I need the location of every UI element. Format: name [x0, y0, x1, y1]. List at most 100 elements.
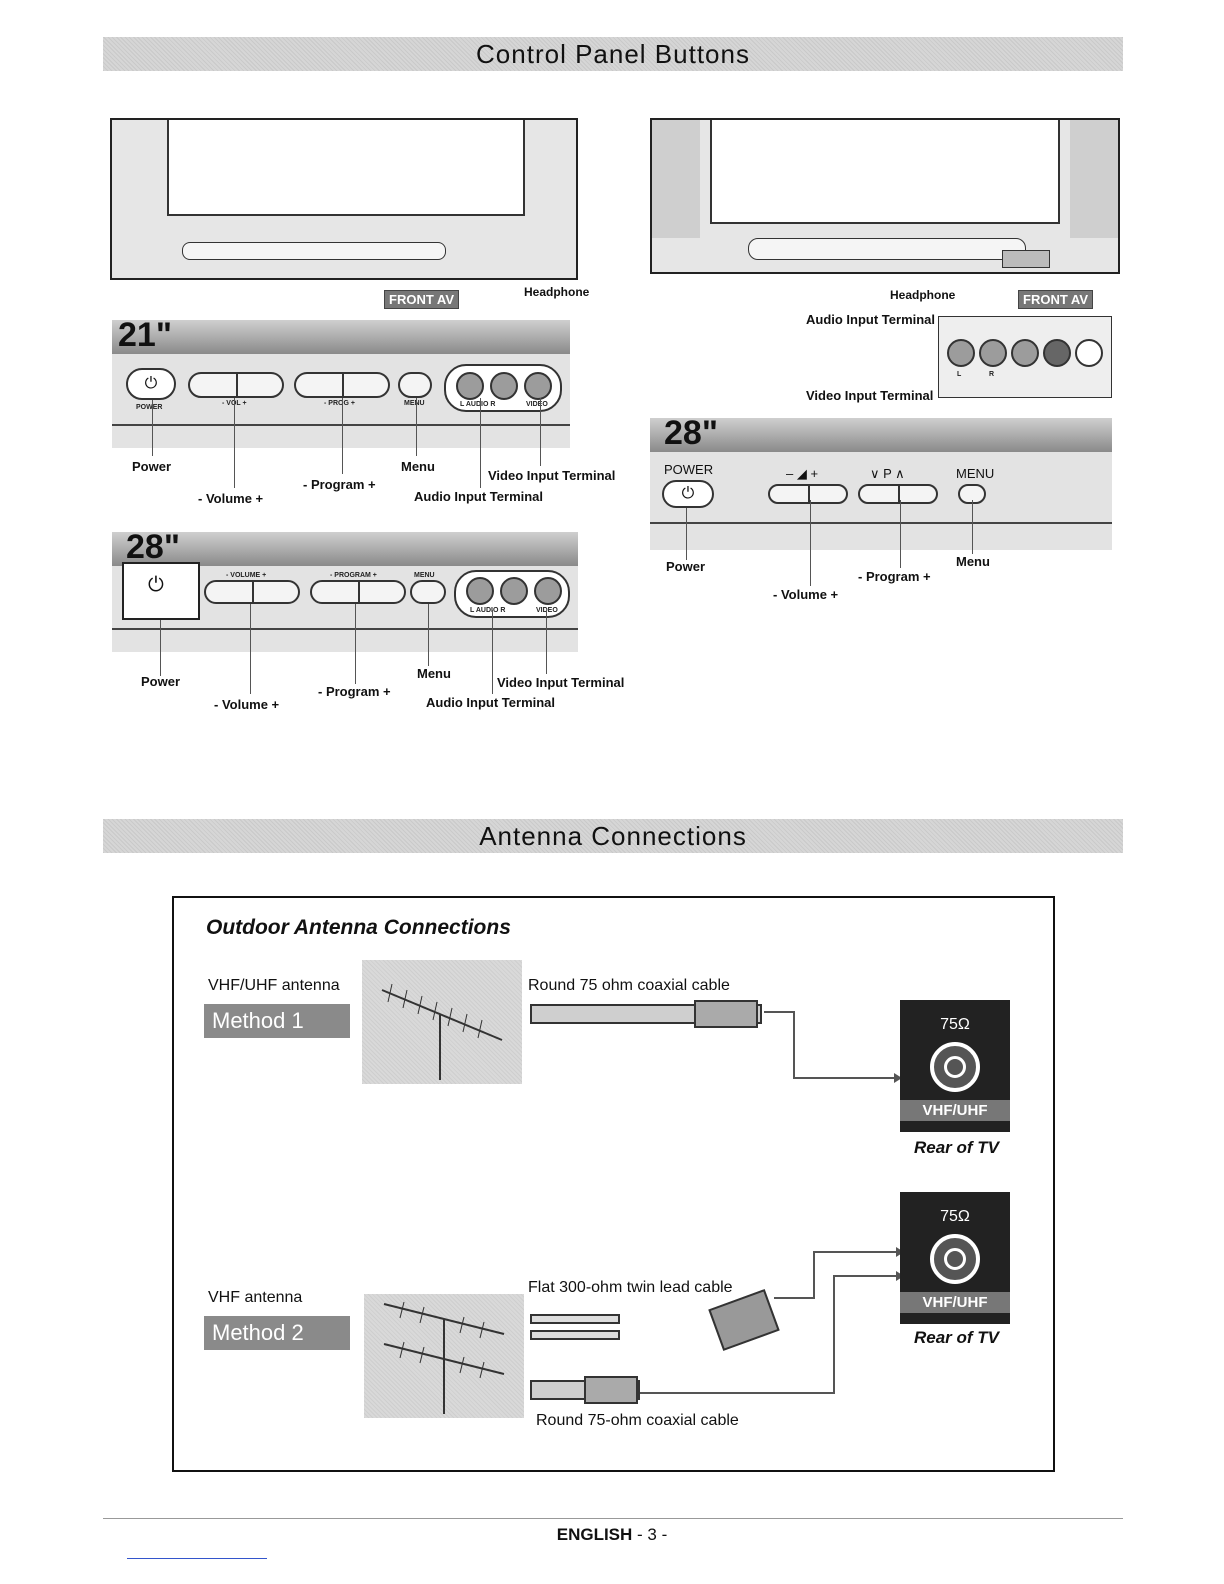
method2-flat-cable-label: Flat 300-ohm twin lead cable: [528, 1279, 733, 1296]
video-jack[interactable]: [524, 372, 552, 400]
ohm-label: 75Ω: [940, 1016, 970, 1033]
vhf-antenna-image: [364, 1294, 524, 1418]
vol-symbols: – ◢ +: [786, 466, 819, 481]
volume-button[interactable]: [188, 372, 284, 398]
panel-top-gradient: [650, 418, 1112, 452]
leader-line: [492, 610, 493, 694]
leader-line: [160, 620, 161, 676]
program-button[interactable]: [858, 484, 938, 504]
audio-l-jack[interactable]: [947, 339, 975, 367]
antenna-drawing: [383, 1301, 505, 1414]
tv-av-door: [1002, 250, 1050, 268]
rear-tv-port-1: 75Ω VHF/UHF: [900, 1000, 1010, 1132]
leader-line: [900, 500, 901, 568]
panel-28a: 28" ⏻ - VOLUME + - PROGRAM + MENU L AUDI…: [112, 528, 578, 652]
size-label-28b: 28": [664, 414, 718, 452]
spare-jack: [1075, 339, 1103, 367]
leader-line: [416, 398, 417, 456]
link-underline: [127, 1558, 267, 1559]
method2-badge-text: Method 2: [212, 1320, 304, 1345]
rear-tv-port-2: 75Ω VHF/UHF: [900, 1192, 1010, 1324]
vhf-uhf-antenna-image: [362, 960, 522, 1084]
tv-right-speaker: [1070, 120, 1118, 238]
leader-line: [480, 398, 481, 488]
vhf-uhf-port[interactable]: [930, 1234, 980, 1284]
vol-small-label: - VOLUME +: [226, 572, 267, 579]
menu-button[interactable]: [410, 580, 446, 604]
power-small-label: POWER: [136, 404, 163, 411]
label-video-input: Video Input Terminal: [497, 675, 625, 690]
section-header-control-panel: Control Panel Buttons: [103, 37, 1123, 71]
video-jack[interactable]: [534, 577, 562, 605]
label-volume: - Volume +: [214, 697, 280, 712]
leader-line: [355, 604, 356, 684]
leader-line: [686, 508, 687, 560]
label-power: Power: [666, 559, 706, 574]
headphone-jack[interactable]: [1043, 339, 1071, 367]
volume-button[interactable]: [768, 484, 848, 504]
footer-rule: [103, 1518, 1123, 1519]
power-top-label: POWER: [664, 462, 714, 477]
video-small-label: VIDEO: [526, 401, 548, 408]
menu-button[interactable]: [398, 372, 432, 398]
headphone-label: Headphone: [890, 288, 956, 302]
label-video-input: Video Input Terminal: [488, 468, 616, 483]
outdoor-antenna-box: Outdoor Antenna Connections VHF/UHF ante…: [172, 896, 1055, 1472]
power-button[interactable]: ⏻: [122, 562, 200, 620]
menu-small-label: MENU: [414, 572, 435, 579]
port-inner: [944, 1056, 966, 1078]
label-menu: Menu: [417, 666, 451, 681]
label-menu: Menu: [956, 554, 990, 569]
power-button[interactable]: ⏻: [662, 480, 714, 508]
video-jack[interactable]: [1011, 339, 1039, 367]
box-title: Outdoor Antenna Connections: [206, 916, 511, 939]
panel-28b: 28" POWER ⏻ – ◢ + ∨ P ∧ MENU: [650, 414, 1112, 550]
prog-symbols: ∨ P ∧: [870, 466, 905, 481]
tv-screen: [710, 120, 1060, 224]
audio-small-label: L AUDIO R: [470, 607, 506, 614]
size-label-28a: 28": [126, 528, 180, 566]
audio-l-jack[interactable]: [456, 372, 484, 400]
label-audio-input: Audio Input Terminal: [426, 695, 556, 710]
panel-top-gradient: [112, 320, 570, 354]
tv-screen: [167, 120, 525, 216]
footer-page: - 3 -: [637, 1525, 668, 1544]
rear-tv-caption-1: Rear of TV: [914, 1138, 1000, 1157]
section-header-antenna: Antenna Connections: [103, 819, 1123, 853]
connection-arrows-2: [640, 1247, 904, 1394]
panel-edge-line: [112, 424, 570, 426]
power-button[interactable]: ⏻: [126, 368, 176, 400]
connection-arrow: [764, 1011, 902, 1083]
tv-left-speaker: [652, 120, 700, 238]
section-title: Antenna Connections: [479, 820, 747, 851]
method1-badge-text: Method 1: [212, 1008, 304, 1033]
audio-r-jack[interactable]: [979, 339, 1007, 367]
panel-top-gradient: [112, 532, 578, 566]
vhf-uhf-port[interactable]: [930, 1042, 980, 1092]
twin-lead-1: [530, 1314, 620, 1324]
coax-connector-2: [584, 1376, 638, 1404]
tv-control-strip: [182, 242, 446, 260]
front-av-jack-panel: L AUDIO R VIDEO: [454, 570, 570, 618]
port-inner: [944, 1248, 966, 1270]
size-label-21: 21": [118, 316, 172, 354]
method2-badge: Method 2: [204, 1316, 350, 1350]
program-button[interactable]: [294, 372, 390, 398]
leader-line: [972, 500, 973, 554]
volume-button[interactable]: [204, 580, 300, 604]
audio-r-jack[interactable]: [490, 372, 518, 400]
label-program: - Program +: [858, 569, 931, 584]
method2-antenna-label: VHF antenna: [208, 1289, 303, 1306]
method1-cable-label: Round 75 ohm coaxial cable: [528, 977, 730, 994]
video-input-label: Video Input Terminal: [806, 388, 934, 403]
audio-l-jack[interactable]: [466, 577, 494, 605]
label-volume: - Volume +: [773, 587, 839, 602]
panel-21: 21" ⏻ POWER - VOL + - PROG + MENU L AUDI…: [112, 316, 570, 448]
section-title: Control Panel Buttons: [476, 38, 750, 69]
audio-r-jack[interactable]: [500, 577, 528, 605]
panel-edge-line: [112, 628, 578, 630]
jack-r-label: R: [989, 371, 995, 378]
tv-control-strip: [748, 238, 1026, 260]
label-power: Power: [132, 459, 172, 474]
program-button[interactable]: [310, 580, 406, 604]
